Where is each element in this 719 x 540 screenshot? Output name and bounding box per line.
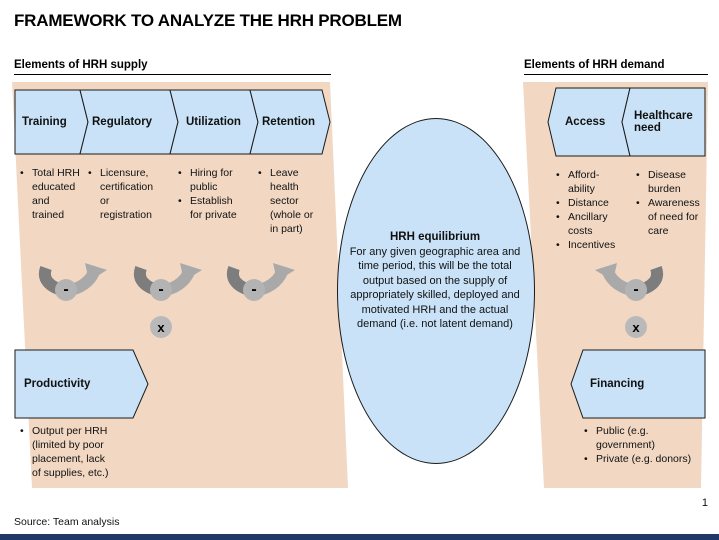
productivity-shape bbox=[14, 349, 149, 419]
equilibrium-ellipse bbox=[337, 118, 535, 464]
bullet-icon: • bbox=[258, 167, 262, 179]
bullet-icon: • bbox=[556, 197, 560, 209]
equilibrium-body-line: appropriately skilled, deployed and bbox=[350, 289, 520, 301]
minus-operator: - bbox=[633, 281, 639, 298]
bullet-icon: • bbox=[584, 453, 588, 465]
bullet-icon: • bbox=[584, 425, 588, 437]
multiply-badge: x bbox=[150, 316, 172, 338]
multiply-badge: x bbox=[625, 316, 647, 338]
supply-section-header: Elements of HRH supply bbox=[14, 59, 331, 75]
bullet-icon: • bbox=[178, 167, 182, 179]
list-item: •Total HRH educated and trained bbox=[20, 167, 80, 221]
list-item: •Output per HRH (limited by poor placeme… bbox=[20, 425, 109, 479]
list-item: •Afford-ability bbox=[556, 169, 600, 195]
equilibrium-text-block: HRH equilibrium For any given geographic… bbox=[337, 230, 533, 332]
bullet-icon: • bbox=[556, 211, 560, 223]
chevron-label-utilization: Utilization bbox=[186, 116, 241, 128]
bullet-icon: • bbox=[20, 425, 24, 437]
equilibrium-body-line: For any given geographic area and bbox=[349, 245, 521, 258]
bullet-icon: • bbox=[556, 169, 560, 181]
minus-operator: - bbox=[63, 281, 69, 298]
chevron-label-access: Access bbox=[565, 116, 606, 128]
list-item: •Private (e.g. donors) bbox=[584, 453, 692, 465]
minus-operator: - bbox=[158, 281, 164, 298]
loss-arrow-icon bbox=[595, 263, 663, 301]
demand-chevron-row bbox=[547, 87, 706, 157]
list-item: •Ancillary costs bbox=[556, 211, 608, 237]
chevron-retention-shape bbox=[249, 89, 331, 155]
equilibrium-title: HRH equilibrium bbox=[389, 231, 481, 243]
productivity-bullets: •Output per HRH (limited by poor placeme… bbox=[20, 424, 116, 480]
list-item: •Incentives bbox=[556, 239, 616, 251]
equilibrium-body-line: output based on the supply of bbox=[362, 274, 508, 287]
financing-bullets: •Public (e.g. government) •Private (e.g.… bbox=[584, 424, 704, 466]
retention-bullets: •Leave health sector (whole or in part) bbox=[258, 166, 322, 236]
list-item: •Distance bbox=[556, 197, 609, 209]
footer-bar bbox=[0, 534, 719, 540]
bullet-icon: • bbox=[636, 197, 640, 209]
list-item: •Disease burden bbox=[636, 169, 686, 195]
bullet-icon: • bbox=[20, 167, 24, 179]
chevron-label-training: Training bbox=[22, 116, 67, 128]
loss-arrow-icon bbox=[134, 263, 202, 301]
productivity-label: Productivity bbox=[24, 378, 91, 390]
equilibrium-body-line: time period, this will be the total bbox=[358, 260, 512, 272]
list-item: •Establish for private bbox=[178, 195, 237, 221]
loss-arrow-icon bbox=[227, 263, 295, 301]
regulatory-bullets: •Licensure, certification or registratio… bbox=[88, 166, 164, 222]
bullet-icon: • bbox=[178, 195, 182, 207]
chevron-label-retention: Retention bbox=[262, 116, 316, 128]
access-bullets: •Afford-ability •Distance •Ancillary cos… bbox=[556, 168, 626, 252]
financing-label: Financing bbox=[590, 378, 645, 390]
list-item: •Hiring for public bbox=[178, 167, 233, 193]
equilibrium-body-line: motivated HRH and the actual bbox=[361, 303, 509, 316]
healthcare-need-bullets: •Disease burden •Awareness of need for c… bbox=[636, 168, 708, 238]
list-item: •Leave health sector (whole or in part) bbox=[258, 167, 314, 235]
page-title: FRAMEWORK TO ANALYZE THE HRH PROBLEM bbox=[14, 11, 402, 30]
bullet-icon: • bbox=[88, 167, 92, 179]
list-item: •Licensure, certification or registratio… bbox=[88, 167, 154, 221]
chevron-healthcare-need-shape bbox=[621, 87, 706, 157]
demand-section-header: Elements of HRH demand bbox=[524, 59, 708, 75]
minus-operator: - bbox=[251, 281, 257, 298]
list-item: •Public (e.g. government) bbox=[584, 425, 655, 451]
financing-shape bbox=[570, 349, 706, 419]
supply-chevron-row bbox=[14, 89, 331, 155]
list-item: •Awareness of need for care bbox=[636, 197, 700, 237]
utilization-bullets: •Hiring for public •Establish for privat… bbox=[178, 166, 246, 222]
chevron-label-healthcare-need: Healthcare need bbox=[634, 110, 693, 134]
equilibrium-body-line: demand (i.e. not latent demand) bbox=[357, 318, 513, 330]
page-number: 1 bbox=[701, 497, 708, 509]
chevron-label-regulatory: Regulatory bbox=[92, 116, 153, 128]
bullet-icon: • bbox=[556, 239, 560, 251]
training-bullets: •Total HRH educated and trained bbox=[20, 166, 82, 222]
loss-arrow-icon bbox=[39, 263, 107, 301]
source-note: Source: Team analysis bbox=[14, 516, 120, 528]
bullet-icon: • bbox=[636, 169, 640, 181]
